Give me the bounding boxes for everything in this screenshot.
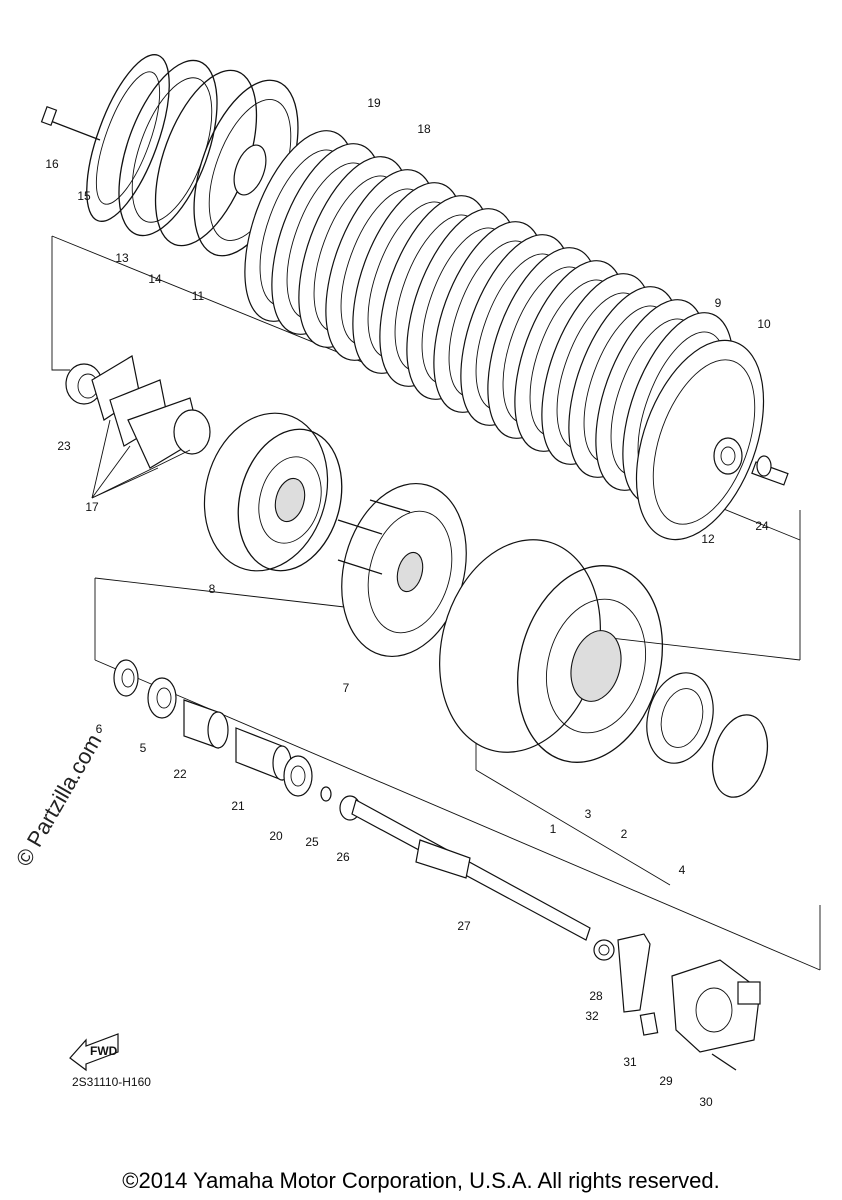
pressure-plate-stack bbox=[40, 54, 299, 257]
part-number-29: 29 bbox=[659, 1074, 673, 1088]
clutch-plate-stack bbox=[244, 130, 765, 541]
part-number-30: 30 bbox=[699, 1095, 713, 1109]
shaft-components bbox=[113, 659, 332, 802]
clutch-housing bbox=[439, 539, 664, 763]
part-number-7: 7 bbox=[343, 681, 350, 695]
part-number-24: 24 bbox=[755, 519, 769, 533]
part-number-32: 32 bbox=[585, 1009, 599, 1023]
clutch-plate-outer bbox=[635, 339, 765, 541]
part-number-10: 10 bbox=[757, 317, 771, 331]
part-number-28: 28 bbox=[589, 989, 603, 1003]
watermark: © Partzilla.com bbox=[11, 730, 107, 871]
part-number-2: 2 bbox=[621, 827, 628, 841]
part-number-17: 17 bbox=[85, 500, 99, 514]
push-rod-shaft bbox=[339, 795, 591, 941]
pressure-plate bbox=[337, 482, 467, 658]
part-number-13: 13 bbox=[115, 251, 129, 265]
copyright-text: ©2014 Yamaha Motor Corporation, U.S.A. A… bbox=[122, 1168, 719, 1193]
part-number-21: 21 bbox=[231, 799, 245, 813]
part-number-26: 26 bbox=[336, 850, 350, 864]
gear-and-circlip bbox=[646, 672, 769, 798]
part-number-22: 22 bbox=[173, 767, 187, 781]
drawing-code: 2S31110-H160 bbox=[72, 1075, 151, 1089]
clutch-boss bbox=[203, 412, 343, 572]
push-rod-bearing bbox=[713, 437, 789, 486]
springs-and-nut bbox=[65, 355, 211, 499]
part-number-15: 15 bbox=[77, 189, 91, 203]
part-number-19: 19 bbox=[367, 96, 381, 110]
part-number-8: 8 bbox=[209, 582, 216, 596]
part-number-3: 3 bbox=[585, 807, 592, 821]
part-number-12: 12 bbox=[701, 532, 715, 546]
part-number-11: 11 bbox=[192, 289, 205, 303]
part-number-16: 16 bbox=[45, 157, 59, 171]
part-number-4: 4 bbox=[679, 863, 686, 877]
fwd-arrow-icon: FWD bbox=[69, 1033, 119, 1072]
part-number-23: 23 bbox=[57, 439, 71, 453]
part-number-20: 20 bbox=[269, 829, 283, 843]
part-number-31: 31 bbox=[623, 1055, 637, 1069]
part-number-25: 25 bbox=[305, 835, 319, 849]
part-number-18: 18 bbox=[417, 122, 431, 136]
part-number-14: 14 bbox=[148, 272, 162, 286]
fwd-label: FWD bbox=[90, 1044, 118, 1058]
part-number-5: 5 bbox=[140, 741, 147, 755]
part-number-1: 1 bbox=[550, 822, 557, 836]
part-number-27: 27 bbox=[457, 919, 471, 933]
part-number-9: 9 bbox=[715, 296, 722, 310]
release-mechanism bbox=[593, 933, 761, 1071]
part-number-6: 6 bbox=[96, 722, 103, 736]
